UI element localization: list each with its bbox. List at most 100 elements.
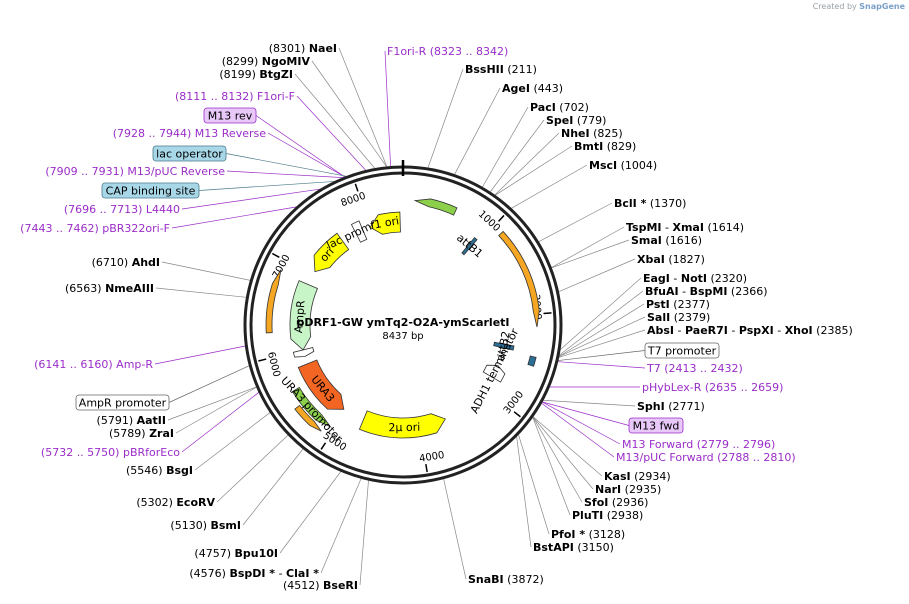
enzyme-label: SalI (2379) — [647, 311, 710, 324]
labels: (8301) NaeI(8299) NgoMIV(8199) BtgZI(671… — [20, 42, 853, 592]
leader-line — [541, 402, 615, 458]
leader-line — [155, 287, 247, 298]
enzyme-name: NgoMIV — [262, 55, 311, 68]
enzyme-name: AatII — [137, 414, 166, 427]
leader-line — [557, 361, 646, 369]
enzyme-position: - — [662, 221, 673, 234]
enzyme-label: (5546) BsgI — [126, 464, 193, 477]
tick-mark — [513, 411, 521, 418]
primer-label: M13 Forward (2779 .. 2796) — [622, 438, 775, 451]
enzyme-position: - — [674, 324, 685, 337]
enzyme-label: (6710) AhdI — [92, 256, 160, 269]
plasmid-name: pDRF1-GW ymTq2-O2A-ymScarletI — [296, 316, 509, 329]
enzyme-name: ZraI — [149, 427, 174, 440]
enzyme-label: PacI (702) — [530, 101, 589, 114]
leader-line — [551, 239, 630, 269]
enzyme-name: PaeR7I — [685, 324, 728, 337]
feature-label: f1 ori — [370, 214, 401, 232]
backbone — [243, 160, 563, 485]
enzyme-position: (1827) — [665, 253, 705, 266]
enzyme-position: (4576) — [189, 567, 229, 580]
enzyme-position: (2936) — [608, 496, 648, 509]
primer-label: (7928 .. 7944) M13 Reverse — [113, 127, 266, 140]
enzyme-label: BssHII (211) — [465, 63, 537, 76]
leader-line — [175, 386, 257, 434]
feature-tag-box — [75, 394, 170, 411]
primer-label: F1ori-R (8323 .. 8342) — [387, 45, 508, 58]
leader-line — [427, 68, 464, 169]
feature-label: 2μ ori — [388, 421, 420, 434]
leader-line — [510, 164, 588, 209]
primer-label: (6141 .. 6160) Amp-R — [34, 358, 153, 371]
enzyme-label: KasI (2934) — [604, 470, 671, 483]
enzyme-label: EagI - NotI (2320) — [643, 272, 747, 285]
enzyme-label: NheI (825) — [561, 127, 623, 140]
enzyme-label: SmaI (1616) — [631, 234, 702, 247]
enzyme-label: SpeI (779) — [546, 114, 606, 127]
feature-arrow — [493, 341, 515, 351]
enzyme-name: NotI — [681, 272, 707, 285]
leader-line — [198, 181, 335, 191]
feature-arrow — [527, 355, 537, 367]
enzyme-position: (5302) — [136, 496, 176, 509]
feature-tag-label: M13 fwd — [633, 420, 680, 433]
enzyme-label: (4576) BspDI * - ClaI * — [189, 567, 319, 580]
primer-label: (7696 .. 7713) L4440 — [64, 203, 180, 216]
enzyme-name: BspMI — [690, 285, 728, 298]
enzyme-position: (5546) — [126, 464, 166, 477]
leader-line — [518, 434, 550, 535]
feature-label: attB1 — [454, 231, 485, 260]
enzyme-label: (5130) BsmI — [170, 519, 241, 532]
enzyme-position: (6563) — [65, 282, 105, 295]
leader-line — [538, 202, 613, 243]
leader-line — [311, 60, 387, 168]
enzyme-name: XmaI — [672, 221, 703, 234]
enzyme-position: (4512) — [283, 579, 323, 592]
feature-arrow — [265, 269, 282, 334]
enzyme-label: (5302) EcoRV — [136, 496, 215, 509]
enzyme-name: EcoRV — [176, 496, 215, 509]
center-label: pDRF1-GW ymTq2-O2A-ymScarletI 8437 bp — [296, 316, 509, 342]
enzyme-name: PspXI — [739, 324, 774, 337]
leader-line — [542, 401, 621, 445]
feature-arrow — [294, 404, 322, 432]
leader-line — [181, 392, 260, 453]
enzyme-name: KasI — [604, 470, 631, 483]
primer-label: M13/pUC Forward (2788 .. 2810) — [616, 451, 796, 464]
leader-line — [194, 412, 271, 471]
enzyme-label: NarI (2935) — [595, 483, 661, 496]
feature-arrow — [313, 232, 350, 273]
leader-line — [532, 416, 583, 503]
enzyme-position: (2366) — [727, 285, 767, 298]
enzyme-name: BfuAI — [645, 285, 679, 298]
leader-line — [216, 434, 289, 503]
enzyme-label: AgeI (443) — [502, 82, 563, 95]
enzyme-name: PfoI * — [551, 528, 585, 541]
feature-label: AmpR — [292, 299, 308, 333]
tick-mark — [425, 464, 428, 473]
tick-mark — [354, 183, 359, 192]
enzyme-position: (1370) — [646, 197, 686, 210]
enzyme-position: - — [679, 285, 690, 298]
enzyme-name: NheI — [561, 127, 590, 140]
enzyme-position: - — [774, 324, 785, 337]
enzyme-name: BstAPI — [533, 541, 574, 554]
leader-line — [296, 95, 367, 171]
enzyme-label: (5789) ZraI — [109, 427, 174, 440]
leader-line — [558, 329, 646, 358]
enzyme-position: (443) — [530, 82, 563, 95]
leader-line — [320, 478, 362, 574]
feature-tag-label: AmpR promoter — [79, 397, 167, 410]
enzyme-name: BssHII — [465, 63, 504, 76]
credit-line: Created by SnapGene — [812, 2, 905, 11]
enzyme-position: (4757) — [194, 547, 234, 560]
leader-line — [443, 478, 467, 580]
enzyme-label: SfoI (2936) — [584, 496, 648, 509]
leader-line — [279, 471, 342, 554]
enzyme-position: (829) — [603, 140, 636, 153]
enzyme-name: BsmI — [211, 519, 242, 532]
leader-line — [558, 290, 644, 356]
enzyme-name: SnaBI — [468, 573, 504, 586]
enzyme-position: (1004) — [617, 159, 657, 172]
